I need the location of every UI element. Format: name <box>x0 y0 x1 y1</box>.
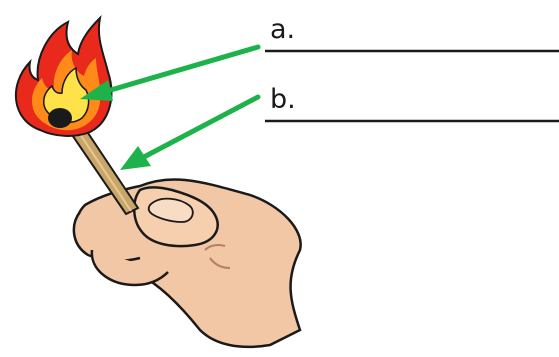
match-stick-highlight <box>71 121 132 212</box>
flame-inner <box>43 66 90 123</box>
match-head <box>48 108 72 128</box>
arrow-a-head <box>80 80 113 101</box>
label-b: b. <box>270 84 296 115</box>
hand-illustration <box>72 178 302 349</box>
label-a: a. <box>270 14 296 45</box>
hand-crease <box>209 257 231 269</box>
flame-illustration <box>14 14 113 137</box>
arrow-b <box>120 94 261 170</box>
hand-second-finger <box>90 249 169 287</box>
arrow-a <box>80 44 261 101</box>
hand-crease <box>204 244 226 251</box>
thumbnail <box>147 197 194 223</box>
arrow-b-head <box>120 146 151 170</box>
